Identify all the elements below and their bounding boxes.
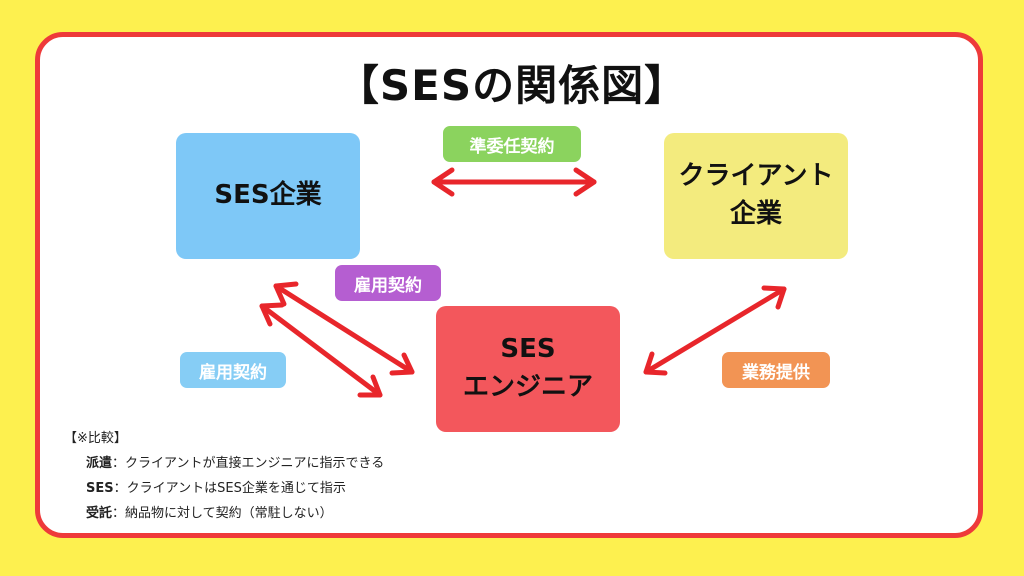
ses-company-box: SES企業 bbox=[176, 133, 360, 259]
arrow-employment-lower bbox=[259, 302, 383, 398]
quasi-mandate-tag: 準委任契約 bbox=[443, 126, 581, 162]
note-text: 納品物に対して契約（常駐しない） bbox=[125, 506, 333, 521]
note-key: SES bbox=[86, 481, 114, 496]
note-separator: ： bbox=[112, 456, 126, 471]
note-key: 受託 bbox=[86, 506, 113, 521]
note-key: 派遣 bbox=[86, 456, 113, 471]
note-row-ses: SES：クライアントはSES企業を通じて指示 bbox=[64, 476, 384, 501]
arrow-quasi-mandate bbox=[431, 167, 597, 197]
client-label-line1: クライアント bbox=[678, 161, 834, 192]
client-label-line2: 企業 bbox=[729, 199, 782, 229]
employment-contract-tag-top: 雇用契約 bbox=[335, 265, 441, 301]
note-text: クライアントはSES企業を通じて指示 bbox=[126, 481, 346, 496]
engineer-label-line1: SES bbox=[500, 334, 556, 365]
diagram-frame bbox=[35, 32, 983, 538]
ses-engineer-box: SES エンジニア bbox=[436, 306, 620, 432]
arrow-employment-upper bbox=[273, 281, 415, 376]
employment-contract-tag-left: 雇用契約 bbox=[180, 352, 286, 388]
engineer-label-line2: エンジニア bbox=[462, 372, 593, 402]
diagram-title: 【SESの関係図】 bbox=[336, 61, 688, 110]
comparison-notes: 【※比較】 派遣：クライアントが直接エンジニアに指示できる SES：クライアント… bbox=[64, 426, 384, 526]
note-row-haken: 派遣：クライアントが直接エンジニアに指示できる bbox=[64, 451, 384, 476]
client-company-box: クライアント 企業 bbox=[664, 133, 848, 259]
notes-heading: 【※比較】 bbox=[64, 431, 127, 446]
ses-company-label: SES企業 bbox=[214, 180, 322, 211]
note-text: クライアントが直接エンジニアに指示できる bbox=[125, 456, 385, 471]
arrow-service bbox=[643, 285, 787, 376]
note-separator: ： bbox=[113, 481, 127, 496]
note-separator: ： bbox=[112, 506, 126, 521]
note-row-jutaku: 受託：納品物に対して契約（常駐しない） bbox=[64, 501, 384, 526]
service-provision-tag: 業務提供 bbox=[722, 352, 830, 388]
